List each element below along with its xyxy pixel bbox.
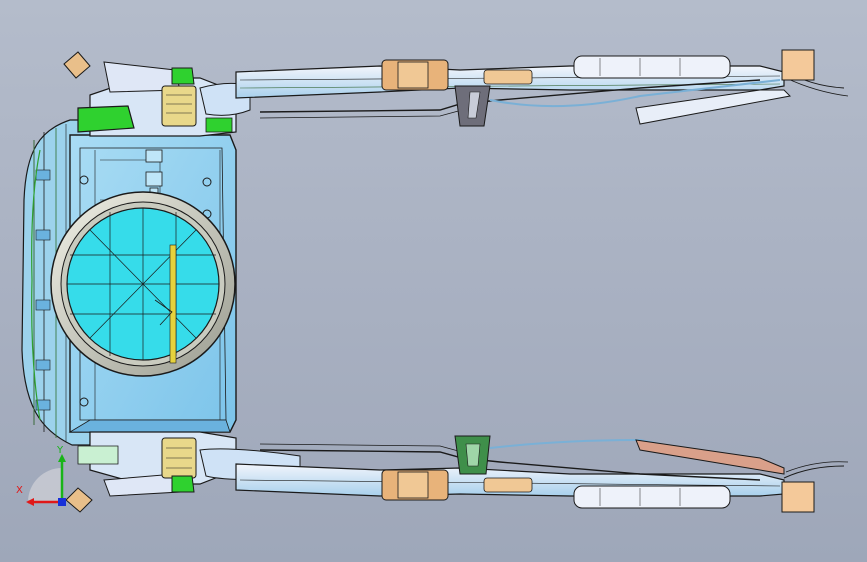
rear-right-mount-pad[interactable] <box>63 51 91 79</box>
triad-y-label: Y <box>57 445 64 456</box>
coordinate-triad <box>26 454 66 506</box>
upper-longitudinal-rail[interactable] <box>235 55 849 127</box>
upper-rail-bushing[interactable] <box>381 59 533 91</box>
front-right-mount-pad[interactable] <box>781 49 815 81</box>
triad-x-label: X <box>16 485 23 496</box>
triad-z-axis <box>58 498 66 506</box>
spare-tire-well[interactable] <box>50 191 236 377</box>
left-rear-tower-upper[interactable] <box>77 61 251 137</box>
rear-left-mount-pad[interactable] <box>65 487 93 513</box>
front-left-mount-pad[interactable] <box>781 481 815 513</box>
lower-longitudinal-rail[interactable] <box>235 435 849 509</box>
lower-rail-bushing[interactable] <box>381 469 533 501</box>
